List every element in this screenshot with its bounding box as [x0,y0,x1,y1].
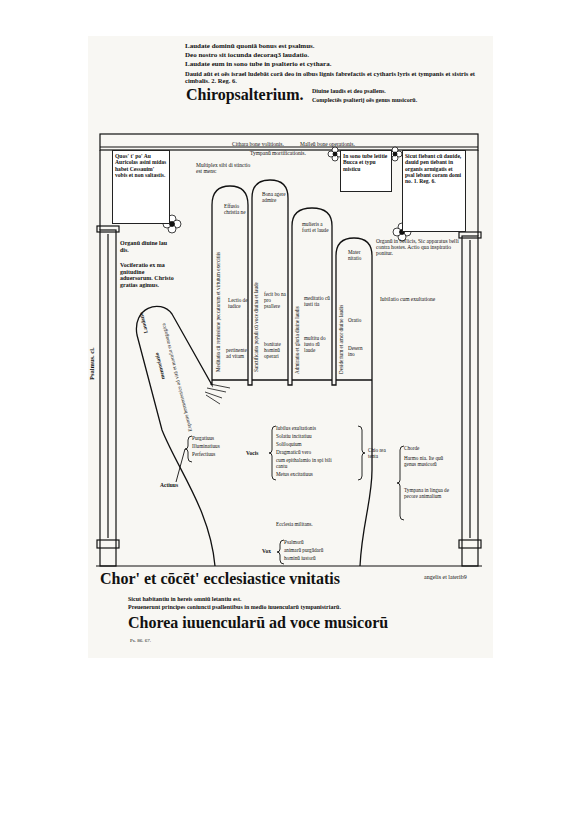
bracket [397,446,404,520]
panel-text: Quos' t' po' Au Auricolas asini midas ha… [115,153,167,178]
bracket [277,540,284,564]
label-text: Vocis [246,450,270,456]
bracket [185,436,192,462]
label-text: mulieris a forti et laude [302,222,330,234]
label-text: Deo nostro sit iocunda decoraq3 laudatio… [185,52,425,60]
label-text: cum epithalamio in spi bili cantu [276,458,338,470]
label-text: Laudate eum in sono tube in psalterio et… [185,61,445,69]
label-text: Bona agere admire [262,192,286,204]
label-text: Diuine laudis et deo psallens. [312,88,482,95]
hand-outline [136,180,372,566]
base-line [96,565,482,566]
label-text: Preuenerunt principes coniuncti psallent… [128,604,458,611]
label-text: Admiratio et gloria diuine laudis [295,306,301,374]
left-column [100,230,116,566]
label-text: Iubilus exultationis [276,426,361,432]
right-border [477,150,478,236]
label-text: Metus excitatiuus [276,472,361,478]
right-fluting [469,240,470,538]
label-text: Harmo nia. Ite quū genus musicorū [404,456,454,468]
flower-center [333,152,337,156]
right-base [459,540,481,548]
panel-text: In sono tube letitie Bucca et typu misti… [343,153,389,172]
label-text: Meditatio cū remissione peccatorum et vi… [216,252,222,372]
palm-lines [205,384,230,404]
label-text: Chio rea tenta [368,448,390,460]
label-text: fecit bo na pro psallere [264,292,288,309]
label-text: Chorea iuuencularū ad voce musicorū [128,614,468,632]
label-text: Lectio de iudice [228,298,248,310]
flowers [163,147,411,241]
label-text: Solatiu incitatiuu [276,434,361,440]
label-text: Mater nitatio [348,250,370,262]
label-text: Oratio [348,318,370,324]
architrave [100,134,478,150]
label-text: Chorde [404,446,454,452]
label-text: Cithara bone volitionis. [232,141,302,147]
label-text: Tympanū mortificationis. [250,150,330,156]
left-fluting [107,234,108,538]
label-text: Organū diuine lau dis. [120,240,175,253]
frame [96,134,482,566]
label-text: meditatio cū iusti tia [304,296,330,308]
label-text: Psalmus. cl. [88,347,95,380]
hand [136,180,372,566]
label-text: hominū iustorū [284,556,364,562]
scan-area [88,36,493,658]
label-text: pertinente ad vitam [226,348,248,360]
label-text: Organū in bellicis, Sic apparatus belli … [376,238,460,256]
label-text: Malleū bone operationis. [300,141,370,147]
label-text: Psalmorū [284,540,364,546]
text-panel: In sono tube letitie Bucca et typu misti… [340,150,392,192]
label-text: Sanctificatio populi cū voce diuina et l… [254,282,260,372]
label-text: Vox [262,548,282,554]
left-base [97,540,119,548]
label-text: Desiderium et amor diuine laudis [339,305,345,374]
label-text: Dragmaticū vero [276,450,361,456]
label-text: Illuminatiuus [192,444,242,450]
label-text: Tympana in lingua de pecore animalium [404,488,454,500]
label-text: Effusio christia ne [224,204,248,216]
label-text: Laudate dominū quoniā bonus est psalmus. [185,43,425,51]
label-text: Ecclesia militans. [276,522,356,528]
label-text: Ps. 86. 67. [130,638,190,644]
flower-center [393,152,397,156]
finger-creases [212,379,372,380]
label-text: Sicut habitantiu in hereis omniū letanti… [128,596,458,603]
label-text: Multiplex sibi di stinctio est mens: [196,162,256,174]
label-text: angelis et laterib9 [424,574,479,581]
text-panel: Sicut fiebant cū dauide, dauid pen tieba… [402,150,466,232]
left-border [99,150,100,230]
label-text: bonitate hominū operari [264,342,288,359]
right-column [462,236,478,566]
bracket [269,426,276,480]
flower-center [170,222,175,227]
label-text: animarū purgādarū [284,548,364,554]
label-text: Purgatiuus [192,436,242,442]
leader-line [176,449,185,482]
label-text: Desern ino [348,346,370,358]
label-text: multitu do iusto rū laude [304,336,330,353]
label-text: Actiuus [160,482,190,488]
brackets [176,426,404,564]
label-text: Soliloquium [276,442,361,448]
label-text: Chor' et cōcēt' ecclesiastice vnitatis [100,570,422,588]
panel-text: Sicut fiebant cū dauide, dauid pen tieba… [405,153,463,184]
label-text: Perfectiuus [192,452,242,458]
label-text: Iubilatio cum exultatione [380,296,460,302]
title-text: Chiropsalterium. [186,86,303,104]
label-text: Vociferatio ex ma gnitudine aduersorum. … [120,262,175,289]
text-panel: Quos' t' po' Au Auricolas asini midas ha… [112,150,170,224]
bracket [358,426,365,480]
label-text: Dauid aūt et oēs israel ludebāt corā deo… [185,70,490,85]
architrave-line [100,146,478,147]
label-text: Complectēs psalterij oēs genus musicorū. [312,97,487,104]
